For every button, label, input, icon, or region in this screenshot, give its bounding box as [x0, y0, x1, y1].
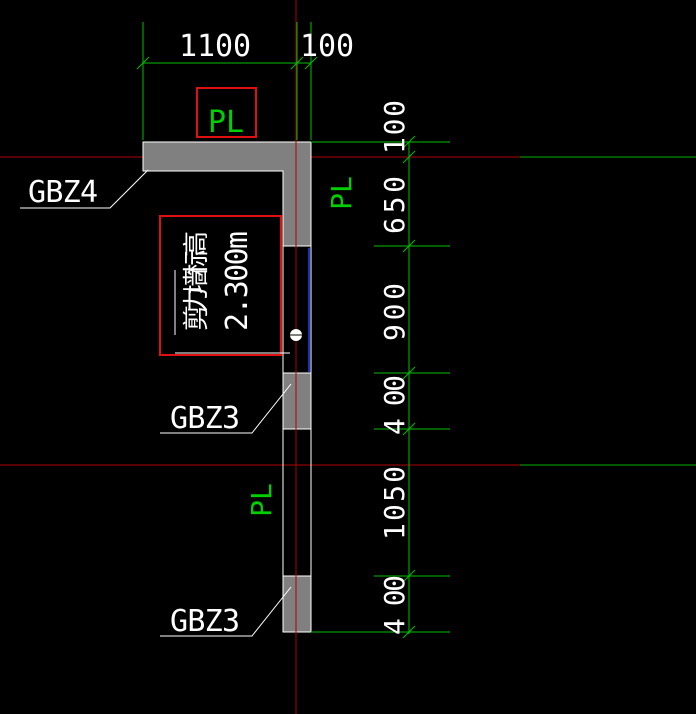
right-dim-3: 900: [378, 283, 411, 341]
gbz3-lower-wall: [282, 575, 312, 633]
pl-highlight-box: [196, 87, 257, 138]
right-dim-4: 4 00: [378, 375, 411, 435]
wall-note-box: [159, 215, 282, 356]
wall-note-line1: 剪力墙标高: [182, 231, 212, 331]
gbz3-upper-label: GBZ3: [170, 401, 240, 436]
right-dim-1: 100: [378, 100, 411, 154]
wall-segments: [142, 141, 312, 633]
gbz4-label: GBZ4: [28, 175, 98, 210]
pl-label-top: PL: [208, 105, 244, 140]
top-dimension: [136, 22, 318, 140]
gbz3-upper-wall: [282, 372, 312, 430]
top-dim-left: 1100: [179, 29, 251, 64]
wall-note-line2: 2.300m: [220, 231, 255, 331]
gbz-leaders: [20, 169, 292, 637]
right-dim-2: 650: [378, 176, 411, 234]
top-dim-right: 100: [300, 29, 354, 64]
circle-node-icon: [290, 329, 302, 341]
gbz3-lower-label: GBZ3: [170, 604, 240, 639]
pl-label-lower-left: PL: [245, 483, 278, 517]
right-dimension: [311, 135, 450, 639]
right-dim-6: 4 00: [378, 575, 411, 635]
pl-label-upper-right: PL: [325, 176, 358, 210]
